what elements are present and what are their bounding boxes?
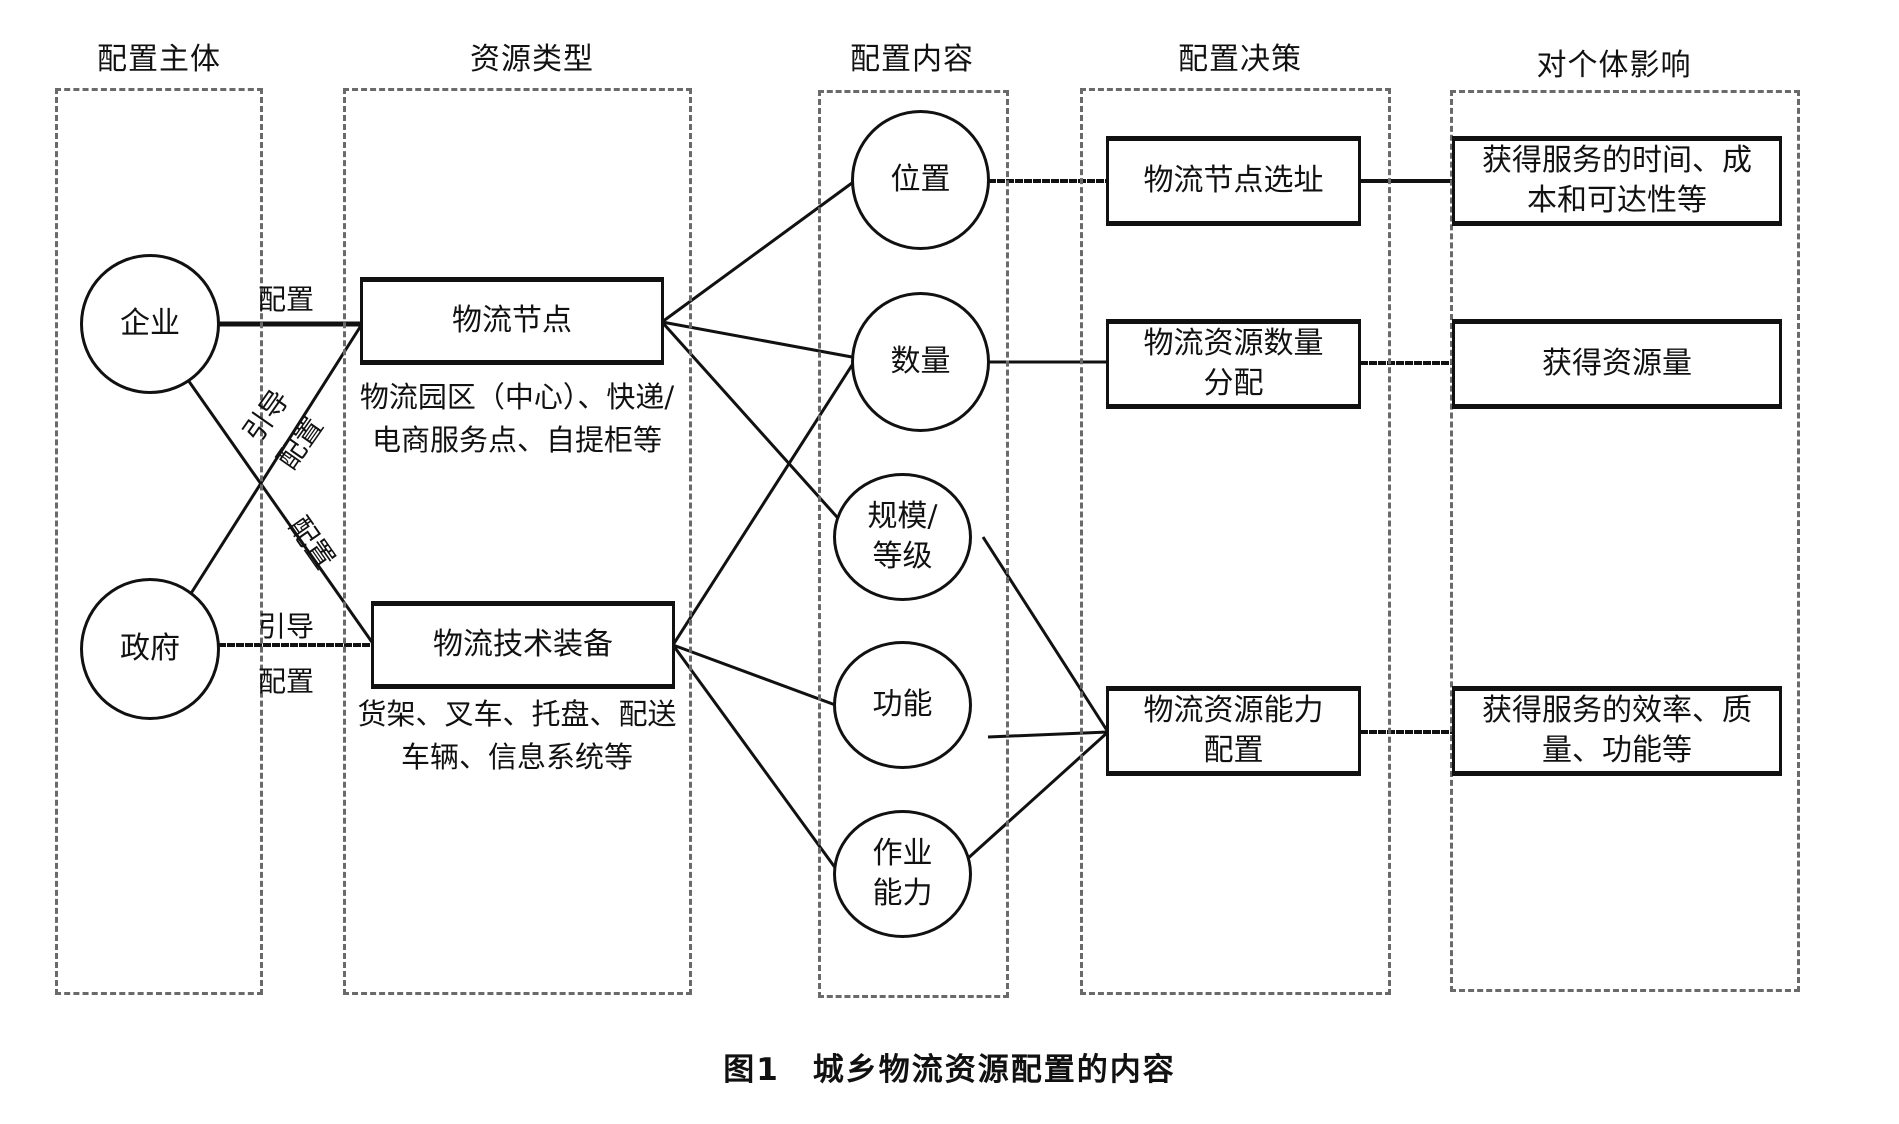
edge-equipment-capacity [671, 644, 857, 896]
group-decision [1080, 88, 1391, 995]
decision-capability: 物流资源能力 配置 [1106, 686, 1361, 776]
figure-caption: 图1 城乡物流资源配置的内容 [723, 1052, 1176, 1088]
subject-enterprise: 企业 [80, 254, 220, 394]
impact-time-cost: 获得服务的时间、成 本和可达性等 [1452, 136, 1782, 226]
column-header-impact: 对个体影响 [1536, 48, 1692, 83]
edge-government-nodes [188, 323, 364, 596]
decision-allocation: 物流资源数量 分配 [1106, 319, 1361, 409]
resource-examples-nodes: 物流园区（中心）、快递/ 电商服务点、自提柜等 [359, 380, 675, 457]
edge-label-gov-equipment-guide: 引导 [258, 610, 315, 643]
column-header-resource-type: 资源类型 [470, 42, 594, 77]
resource-box-nodes: 物流节点 [360, 277, 664, 365]
edge-label-enterprise-nodes: 配置 [258, 283, 315, 316]
impact-amount: 获得资源量 [1452, 319, 1782, 409]
column-header-decision: 配置决策 [1178, 42, 1302, 77]
edge-nodes-scale [660, 320, 856, 538]
edge-equipment-quantity [671, 361, 856, 646]
content-capacity: 作业 能力 [833, 810, 972, 938]
group-impact [1450, 90, 1800, 992]
content-function: 功能 [833, 641, 972, 769]
edge-scale-capability [981, 536, 1110, 733]
group-subject [55, 88, 263, 995]
impact-efficiency: 获得服务的效率、质 量、功能等 [1452, 686, 1782, 776]
decision-siting: 物流节点选址 [1106, 136, 1361, 226]
content-location: 位置 [851, 110, 990, 250]
content-quantity: 数量 [851, 292, 990, 432]
edge-label-gov-equipment-config: 配置 [258, 665, 315, 698]
group-content [818, 90, 1009, 998]
group-resource-type [343, 88, 692, 995]
subject-government: 政府 [80, 578, 220, 720]
column-header-subject: 配置主体 [97, 42, 221, 77]
column-header-content: 配置内容 [850, 42, 974, 77]
edge-equipment-function [672, 643, 858, 715]
resource-box-equipment: 物流技术装备 [371, 601, 675, 689]
resource-examples-equipment: 货架、叉车、托盘、配送 车辆、信息系统等 [357, 697, 677, 774]
content-scale: 规模/ 等级 [833, 473, 972, 601]
